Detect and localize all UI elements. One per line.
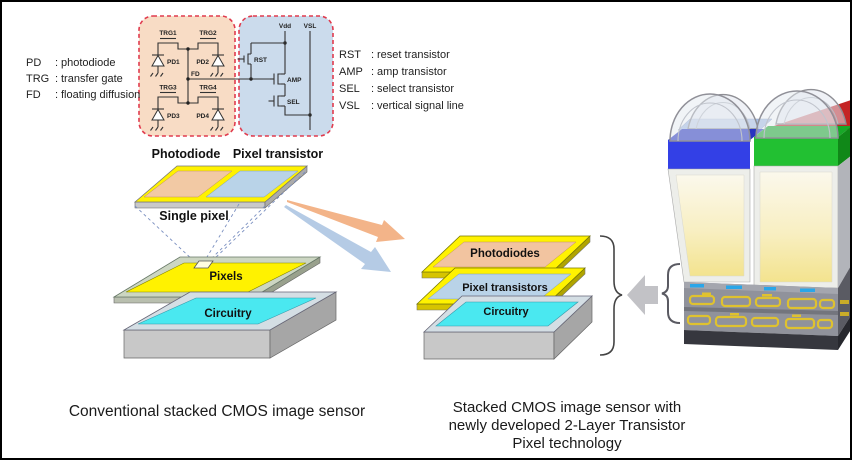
circuitry-layer-label-new: Circuitry bbox=[483, 306, 529, 318]
new-sensor-caption: Stacked CMOS image sensor with newly dev… bbox=[422, 399, 712, 453]
circuitry-layer-label-conventional: Circuitry bbox=[204, 308, 252, 320]
circuitry-layer-new bbox=[435, 301, 579, 327]
rst-label: RST bbox=[254, 57, 267, 64]
filter-green-side bbox=[838, 127, 850, 166]
circuit-labels: TRG1 TRG2 TRG3 TRG4 PD1 PD2 PD3 PD4 FD V… bbox=[159, 23, 316, 120]
pd2-label: PD2 bbox=[196, 59, 209, 66]
caption-line: Pixel technology bbox=[512, 435, 622, 452]
legend-desc: floating diffusion bbox=[61, 89, 141, 101]
sel-label: SEL bbox=[287, 99, 300, 106]
wiring-blue-ticks bbox=[690, 284, 815, 292]
caption-line: newly developed 2-Layer Transistor bbox=[448, 417, 686, 434]
legend-row: AMP:amp transistor bbox=[339, 64, 464, 81]
conventional-stack bbox=[112, 256, 338, 359]
photodiodes-layer-label: Photodiodes bbox=[470, 248, 540, 260]
legend-desc: photodiode bbox=[61, 57, 116, 69]
trg4-label: TRG4 bbox=[199, 85, 217, 92]
legend-desc: select transistor bbox=[377, 83, 455, 95]
sensor-brace bbox=[661, 263, 681, 324]
legend-row: RST:reset transistor bbox=[339, 47, 464, 64]
legend-row: PD:photodiode bbox=[26, 57, 116, 69]
legend-abbr: PD bbox=[26, 57, 42, 69]
sensor-side-face bbox=[838, 156, 850, 288]
pixel-transistors-layer-label: Pixel transistors bbox=[462, 282, 548, 294]
photodiodes-layer bbox=[432, 241, 577, 268]
single-pixel-transistor-area bbox=[205, 170, 299, 198]
arrow-to-pixel-transistors-layer bbox=[284, 205, 391, 272]
new-stack bbox=[415, 235, 594, 360]
pixel-transistor-section-label: Pixel transistor bbox=[232, 147, 324, 161]
photodiode-section-box bbox=[138, 15, 236, 137]
stack-brace bbox=[599, 235, 623, 356]
legend-abbr: RST bbox=[339, 49, 361, 61]
highlighted-pixel-icon bbox=[193, 260, 214, 269]
trg3-label: TRG3 bbox=[159, 85, 177, 92]
microlens-front-right bbox=[755, 90, 839, 139]
vdd-label: Vdd bbox=[279, 23, 291, 30]
sensor-base bbox=[684, 330, 838, 350]
legend-abbr: VSL bbox=[339, 100, 360, 112]
photodiode-symbols bbox=[151, 54, 225, 121]
pixel-circuit-schematic: TRG1 TRG2 TRG3 TRG4 PD1 PD2 PD3 PD4 FD V… bbox=[138, 15, 334, 137]
photodiode-section-label: Photodiode bbox=[151, 147, 221, 161]
legend-abbr: AMP bbox=[339, 66, 363, 78]
legend-row: SEL:select transistor bbox=[339, 81, 464, 98]
projection-dashed-lines bbox=[134, 171, 306, 263]
legend-desc: reset transistor bbox=[377, 49, 450, 61]
legend-row: FD:floating diffusion bbox=[26, 89, 141, 101]
pixel-transistor-section-box bbox=[238, 15, 334, 137]
abbreviation-legend-right: RST:reset transistor AMP:amp transistor … bbox=[339, 47, 464, 115]
circuitry-layer-conventional bbox=[137, 297, 317, 325]
arrow-to-photodiodes-layer bbox=[287, 200, 405, 242]
trg2-label: TRG2 bbox=[199, 30, 217, 37]
sensor-3d-render bbox=[661, 88, 850, 350]
wiring-gold-links bbox=[686, 294, 836, 330]
filter-green-front bbox=[754, 137, 838, 166]
filter-blue-front bbox=[668, 140, 750, 169]
amp-label: AMP bbox=[287, 77, 302, 84]
legend-row: VSL:vertical signal line bbox=[339, 98, 464, 115]
pixels-layer-label: Pixels bbox=[209, 271, 243, 283]
merge-arrow bbox=[627, 275, 658, 315]
legend-abbr: TRG bbox=[26, 73, 50, 85]
legend-abbr: FD bbox=[26, 89, 41, 101]
abbreviation-legend-left: PD:photodiode TRG:transfer gate FD:float… bbox=[26, 55, 140, 103]
pd4-label: PD4 bbox=[196, 113, 209, 120]
pd1-label: PD1 bbox=[167, 59, 180, 66]
vsl-label: VSL bbox=[304, 23, 317, 30]
microlens-front-left bbox=[669, 93, 751, 142]
fd-label: FD bbox=[191, 71, 200, 78]
legend-row: TRG:transfer gate bbox=[26, 73, 123, 85]
legend-abbr: SEL bbox=[339, 83, 360, 95]
trg1-label: TRG1 bbox=[159, 30, 177, 37]
legend-desc: amp transistor bbox=[377, 66, 447, 78]
single-pixel-plate bbox=[133, 165, 309, 209]
legend-desc: vertical signal line bbox=[377, 100, 464, 112]
conventional-sensor-caption: Conventional stacked CMOS image sensor bbox=[68, 403, 366, 420]
single-pixel-photodiode-area bbox=[143, 170, 233, 198]
legend-desc: transfer gate bbox=[61, 73, 123, 85]
wiring-gold-dashes bbox=[702, 292, 801, 317]
transistor-circuit-wires bbox=[237, 31, 311, 130]
pd3-label: PD3 bbox=[167, 113, 180, 120]
single-pixel-label: Single pixel bbox=[159, 209, 229, 223]
caption-line: Stacked CMOS image sensor with bbox=[452, 399, 682, 416]
